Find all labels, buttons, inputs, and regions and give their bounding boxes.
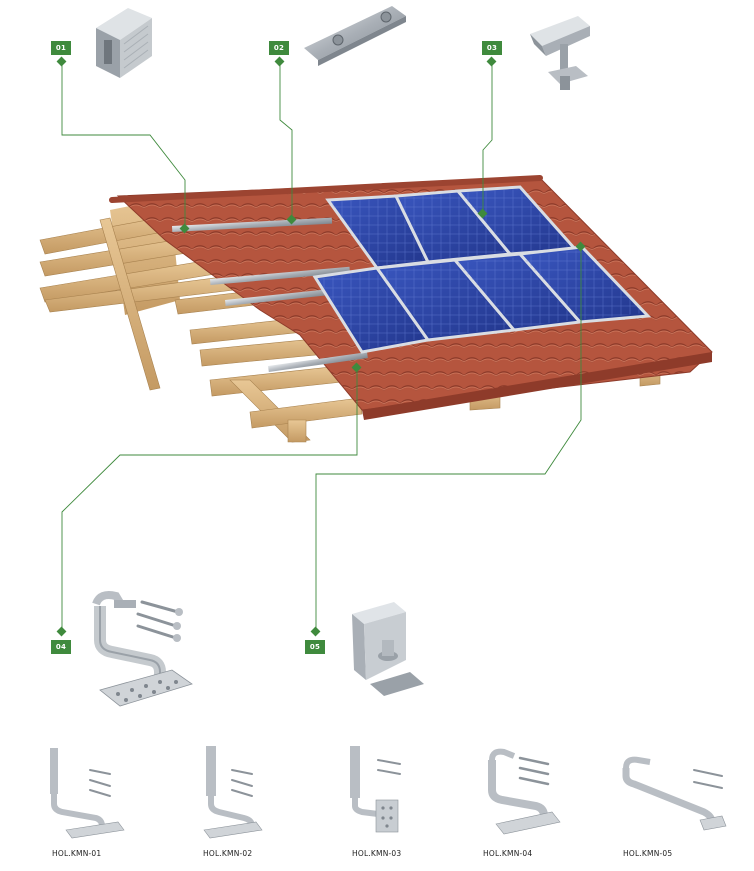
callout-badge-02: 02 [269, 41, 289, 55]
roof-ridge [109, 175, 543, 203]
roof-illustration [39, 175, 713, 443]
variant-image-kmn-03 [350, 746, 401, 833]
part-image-mid-clamp [530, 16, 590, 90]
callout-badge-04: 04 [51, 640, 71, 654]
model-label-kmn-03: HOL.KMN-03 [352, 849, 402, 858]
part-image-connector [304, 6, 406, 66]
variant-image-kmn-04 [488, 748, 561, 835]
variant-image-kmn-05 [622, 756, 727, 831]
model-label-kmn-04: HOL.KMN-04 [483, 849, 533, 858]
variant-image-kmn-02 [203, 746, 263, 839]
callout-badge-05: 05 [305, 640, 325, 654]
part-image-roof-hook [92, 591, 193, 707]
panel-cells [318, 189, 644, 349]
model-label-kmn-05: HOL.KMN-05 [623, 849, 673, 858]
callout-badge-03: 03 [482, 41, 502, 55]
model-label-kmn-02: HOL.KMN-02 [203, 849, 253, 858]
callout-leaders [61, 62, 582, 632]
variant-image-kmn-01 [50, 748, 125, 839]
callout-badge-01: 01 [51, 41, 71, 55]
model-label-kmn-01: HOL.KMN-01 [52, 849, 102, 858]
part-image-end-clamp [352, 602, 424, 696]
part-image-rail [96, 8, 152, 78]
